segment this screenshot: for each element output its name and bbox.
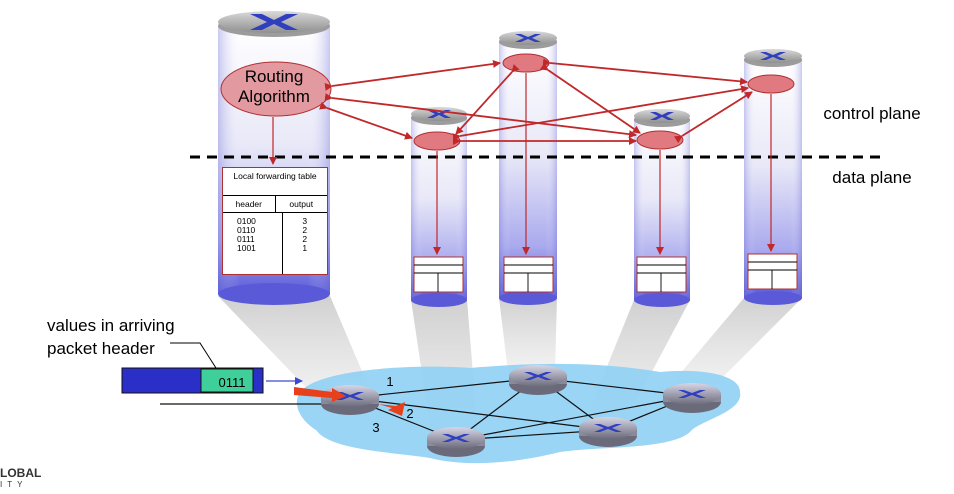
table-row-header: 0100: [237, 216, 256, 226]
table-row-output: 2: [302, 225, 308, 235]
node-ingress: [321, 385, 379, 415]
data-plane-label: data plane: [832, 168, 912, 187]
forwarding-table-title: Local forwarding table: [223, 168, 327, 196]
small-table-grid: [414, 261, 797, 292]
node-x-icons: [336, 372, 706, 442]
install-arrows: [269, 73, 775, 255]
node-right: [663, 383, 721, 413]
switch-cylinder-3: [499, 31, 557, 305]
forwarding-table-output-col: output: [289, 199, 314, 209]
packet: [121, 367, 264, 394]
control-plane-label: control plane: [823, 104, 921, 123]
table-row-output: 1: [302, 243, 308, 253]
packet-caption-pointer: [170, 342, 217, 369]
port-label-1: 1: [386, 374, 393, 389]
small-forwarding-tables: [413, 253, 798, 293]
control-arrows: [319, 58, 753, 145]
routing-algorithm-line2: Algorithm: [238, 87, 310, 106]
table-row-output: 3: [302, 216, 308, 226]
port-label-3: 3: [372, 420, 379, 435]
node-top: [509, 365, 567, 395]
routing-algorithm-line1: Routing: [245, 67, 304, 86]
table-row-output: 2: [302, 234, 308, 244]
forwarding-arrow-out: [378, 402, 405, 416]
packet-header-caption: values in arriving packet header: [47, 316, 175, 358]
node-bottom-right: [579, 417, 637, 447]
table-row-header: 0110: [237, 225, 256, 235]
node-bottom-left: [427, 427, 485, 457]
table-row-header: 0111: [237, 234, 255, 244]
table-row-header: 1001: [237, 243, 256, 253]
packet-value: 0111: [219, 375, 246, 390]
logo-subtext: ITY: [0, 480, 28, 489]
forwarding-table-header-col: header: [223, 196, 276, 212]
university-logo: LOBAL ITY: [0, 467, 41, 491]
logo-text: LOBAL: [0, 466, 42, 480]
forwarding-arrow: [294, 387, 346, 402]
port-label-2: 2: [406, 406, 413, 421]
local-forwarding-table: Local forwarding table header output 010…: [222, 167, 328, 275]
